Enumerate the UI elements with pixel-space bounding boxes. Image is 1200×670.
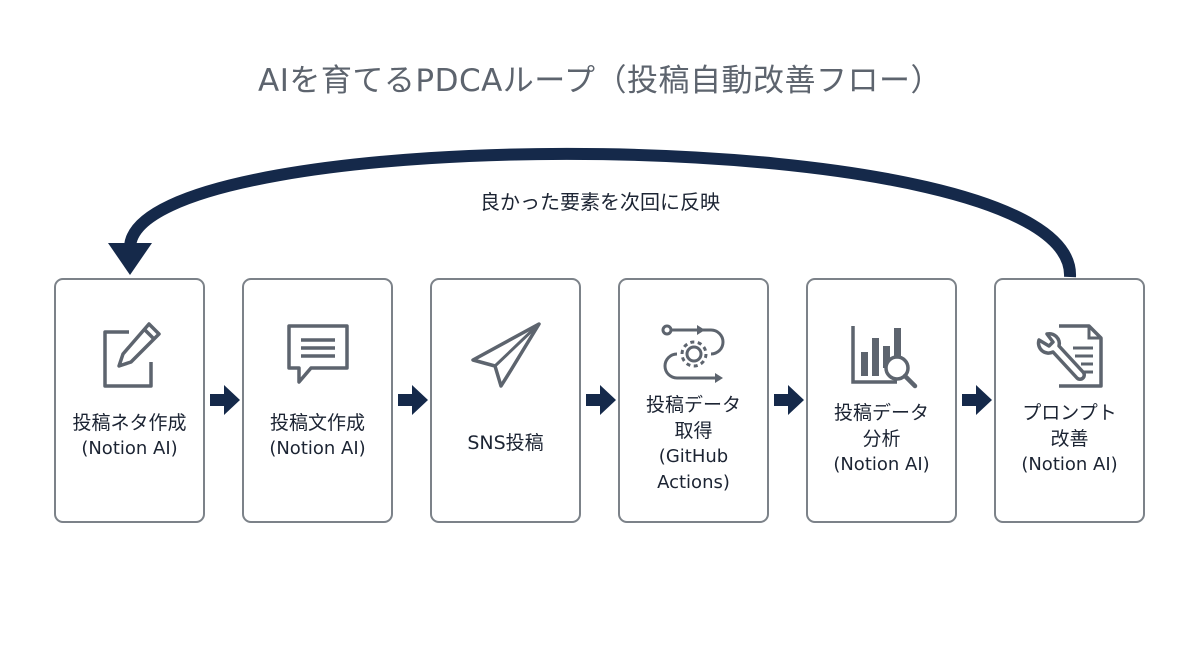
step-label: 投稿データ bbox=[645, 394, 741, 416]
step-tool-label: (Notion AI) bbox=[81, 438, 178, 459]
step-label: SNS投稿 bbox=[467, 432, 544, 454]
step-prompt-improvement: プロンプト 改善 (Notion AI) bbox=[994, 278, 1145, 523]
step-label-line2: 取得 bbox=[674, 420, 713, 442]
flow-arrow-icon bbox=[962, 385, 992, 415]
flow-arrow-icon bbox=[398, 385, 428, 415]
step-label: プロンプト bbox=[1022, 402, 1117, 424]
step-post-writing: 投稿文作成 (Notion AI) bbox=[242, 278, 393, 523]
step-tool-label: (Notion AI) bbox=[833, 454, 930, 475]
step-label-line2: 分析 bbox=[862, 428, 901, 450]
flow-arrow-icon bbox=[210, 385, 240, 415]
step-sns-posting: SNS投稿 bbox=[430, 278, 581, 523]
step-label: 投稿ネタ作成 bbox=[72, 412, 187, 434]
chat-bubble-icon bbox=[244, 316, 391, 398]
step-label: 投稿データ bbox=[833, 402, 929, 424]
diagram-title: AIを育てるPDCAループ（投稿自動改善フロー） bbox=[258, 63, 942, 99]
flow-arrow-icon bbox=[774, 385, 804, 415]
edit-pencil-icon bbox=[56, 316, 203, 398]
step-label-line2: 改善 bbox=[1050, 428, 1089, 450]
step-idea-creation: 投稿ネタ作成 (Notion AI) bbox=[54, 278, 205, 523]
workflow-gear-icon bbox=[620, 316, 767, 398]
step-tool-label: (Notion AI) bbox=[1021, 454, 1118, 475]
step-data-analysis: 投稿データ 分析 (Notion AI) bbox=[806, 278, 957, 523]
feedback-loop-label: 良かった要素を次回に反映 bbox=[480, 190, 720, 214]
step-tool-label-line2: Actions) bbox=[657, 472, 730, 493]
paper-plane-icon bbox=[432, 316, 579, 398]
chart-magnifier-icon bbox=[808, 316, 955, 398]
step-label: 投稿文作成 bbox=[269, 412, 365, 434]
step-tool-label: (Notion AI) bbox=[269, 438, 366, 459]
flow-arrow-icon bbox=[586, 385, 616, 415]
document-wrench-icon bbox=[996, 316, 1143, 398]
step-tool-label: (GitHub bbox=[658, 446, 729, 467]
step-data-fetch: 投稿データ 取得 (GitHub Actions) bbox=[618, 278, 769, 523]
